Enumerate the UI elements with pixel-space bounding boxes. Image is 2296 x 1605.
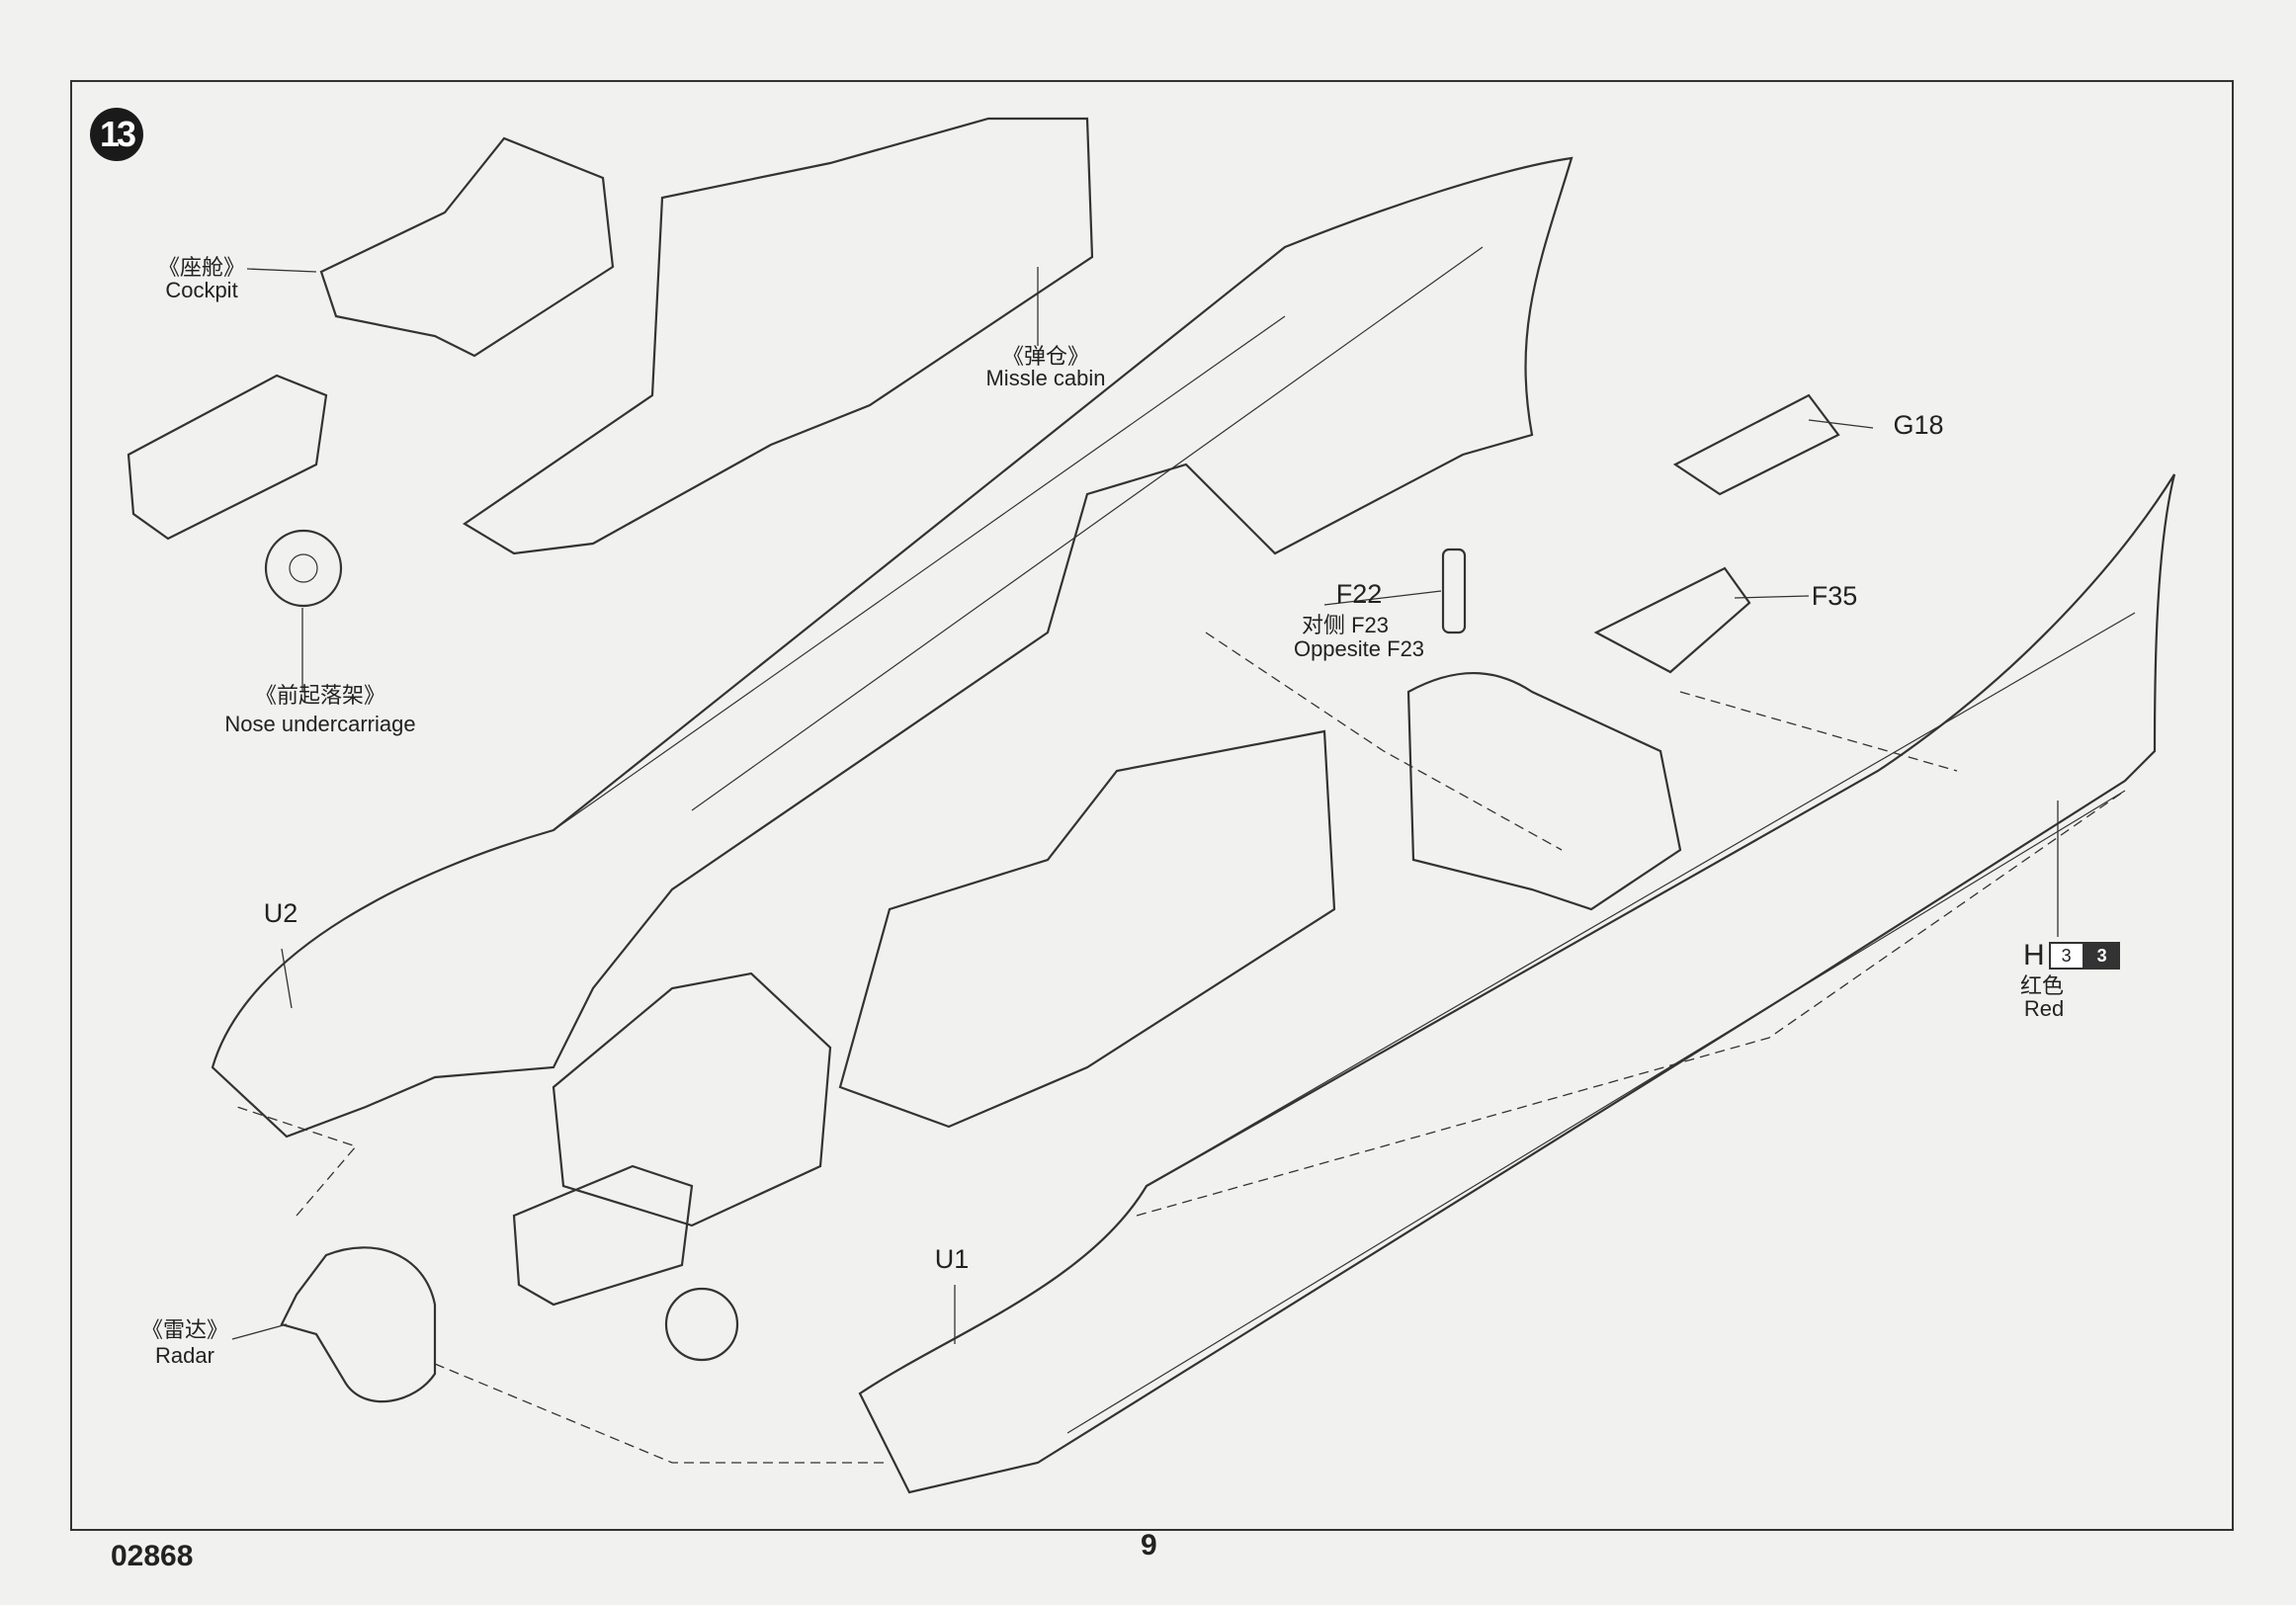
missile-cabin-label-cn: 《弹仓》 [1001, 344, 1090, 369]
missile-cabin-label: Missle cabin [985, 366, 1106, 390]
paint-color: Red [2023, 996, 2065, 1021]
intake-part [1406, 672, 1682, 911]
cabin-lower [838, 729, 1336, 1129]
part-label-f23: Oppesite F23 [1293, 636, 1425, 661]
nose-undercarriage-label: Nose undercarriage [224, 712, 416, 736]
cockpit-lower [552, 971, 832, 1227]
radar [280, 1246, 437, 1403]
part-label-f35: F35 [1811, 581, 1858, 611]
nose-undercarriage-label-cn: 《前起落架》 [254, 683, 386, 708]
part-label-f22: F22 [1335, 579, 1383, 609]
fuselage-half-u1 [858, 473, 2176, 1494]
part-label-g18: G18 [1893, 410, 1944, 440]
paint-letter: H [2023, 939, 2045, 971]
page-number: 9 [1141, 1529, 1157, 1562]
kit-code: 02868 [111, 1540, 194, 1572]
nose-wheel-lower [664, 1287, 739, 1362]
paint-code: H 3 3 [2023, 939, 2120, 972]
page-frame [70, 80, 2234, 1531]
part-f35 [1593, 566, 1751, 674]
missile-cabin-upper [462, 117, 1094, 555]
radar-label-cn: 《雷达》 [140, 1317, 229, 1342]
nose-box-lower [512, 1164, 694, 1307]
nose-box-upper [127, 374, 328, 541]
radar-label: Radar [155, 1343, 214, 1368]
step-number-badge: 13 [90, 108, 143, 161]
paint-code-light: 3 [2048, 942, 2084, 970]
paint-color-cn: 红色 [2019, 973, 2065, 998]
part-label-f23-cn: 对侧 F23 [1301, 613, 1390, 637]
part-label-u1: U1 [934, 1244, 970, 1274]
paint-code-dark: 3 [2083, 942, 2120, 970]
nose-wheel-upper [264, 529, 343, 608]
cockpit-label-cn: 《座舱》 [157, 255, 246, 280]
cockpit-upper [319, 136, 615, 358]
fuselage-half-u2 [211, 156, 1573, 1139]
part-label-u2: U2 [263, 898, 298, 928]
part-f22 [1441, 548, 1467, 634]
cockpit-label: Cockpit [165, 278, 238, 302]
part-g18 [1672, 393, 1840, 496]
